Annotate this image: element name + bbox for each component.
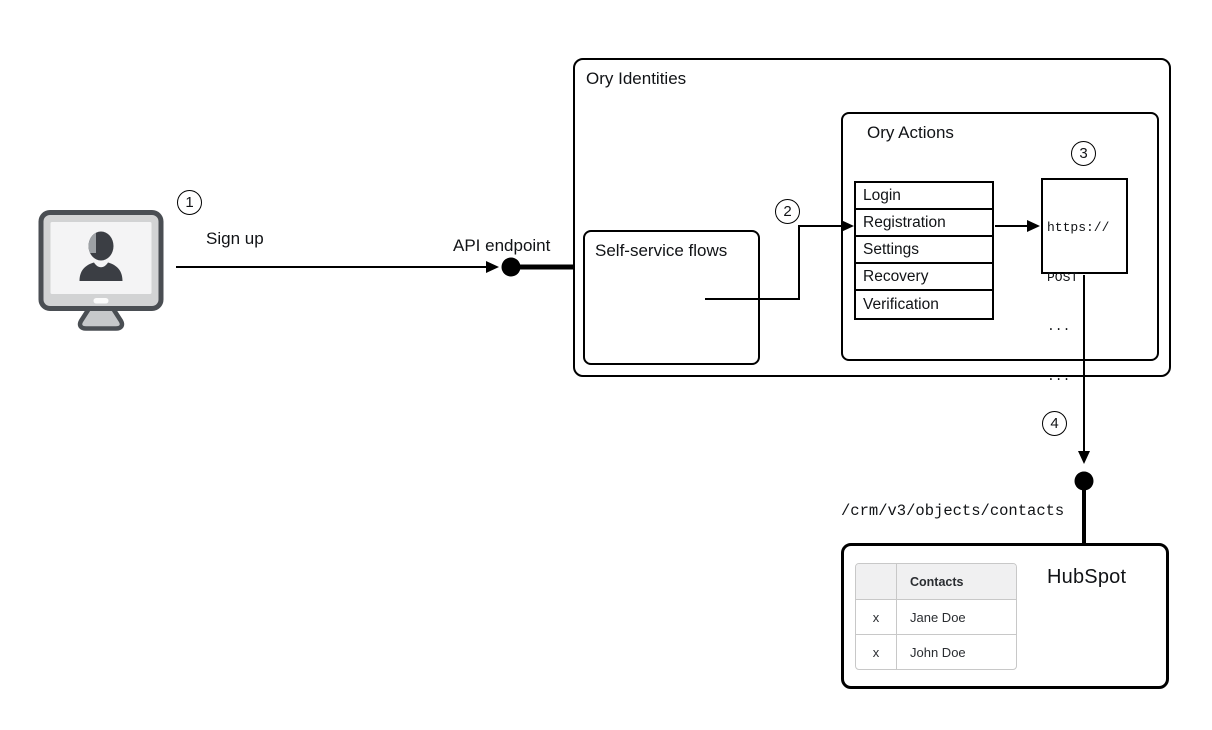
- arrowhead-down-icon: [1078, 451, 1090, 464]
- code-line: POST: [1047, 269, 1079, 285]
- flows-menu: Login Registration Settings Recovery Ver…: [854, 181, 994, 320]
- contact-name-cell: John Doe: [910, 644, 966, 660]
- hubspot-box: [841, 543, 1169, 689]
- menu-item-verification: Verification: [856, 291, 992, 318]
- menu-item-label: Recovery: [863, 267, 929, 285]
- user-silhouette-icon: [79, 231, 123, 281]
- menu-item-label: Registration: [863, 213, 946, 231]
- step-1-badge: 1: [177, 190, 202, 215]
- ory-actions-title: Ory Actions: [867, 123, 954, 142]
- webhook-code-box: https:// POST ... ...: [1041, 178, 1128, 384]
- step-2-number: 2: [783, 203, 792, 220]
- row-marker-cell: x: [856, 635, 897, 669]
- contacts-table-header: Contacts: [856, 564, 1016, 599]
- monitor-button: [93, 298, 109, 304]
- ory-identities-title: Ory Identities: [586, 69, 687, 88]
- step-1-number: 1: [185, 194, 194, 211]
- self-service-flows-box: [583, 230, 760, 365]
- step-3-badge: 3: [1071, 141, 1096, 166]
- menu-item-recovery: Recovery: [856, 264, 992, 291]
- contacts-table: Contacts x Jane Doe x John Doe: [855, 563, 1017, 670]
- hubspot-endpoint-path: /crm/v3/objects/contacts: [841, 502, 1065, 520]
- header-cell-empty: [856, 564, 897, 599]
- step-3-number: 3: [1079, 145, 1088, 162]
- api-endpoint-node: [501, 257, 574, 277]
- desktop-user-icon: [37, 207, 165, 335]
- endpoint-dot-icon: [1074, 471, 1094, 491]
- code-line: ...: [1047, 368, 1071, 384]
- code-line: ...: [1047, 319, 1071, 334]
- menu-item-registration: Registration: [856, 210, 992, 237]
- code-line: https://: [1047, 220, 1110, 235]
- step-4-number: 4: [1050, 415, 1059, 432]
- ory-actions-box: [841, 112, 1159, 361]
- step-4-badge: 4: [1042, 411, 1067, 436]
- menu-item-label: Verification: [863, 295, 939, 313]
- header-cell-contacts: Contacts: [910, 574, 964, 589]
- ory-identities-box: [573, 58, 1171, 377]
- endpoint-dot-icon: [501, 257, 521, 277]
- row-marker-cell: x: [856, 600, 897, 634]
- table-row: x John Doe: [856, 634, 1016, 669]
- monitor-stand: [77, 304, 125, 331]
- signup-arrow: [176, 261, 499, 273]
- arrowhead-right-icon: [486, 261, 499, 273]
- api-endpoint-label: API endpoint: [453, 236, 551, 255]
- self-service-flows-title: Self-service flows: [595, 241, 728, 260]
- menu-item-label: Settings: [863, 240, 920, 258]
- menu-item-login: Login: [856, 183, 992, 210]
- hubspot-endpoint-node: [1074, 471, 1094, 545]
- menu-item-settings: Settings: [856, 237, 992, 264]
- contact-name-cell: Jane Doe: [910, 609, 966, 625]
- menu-item-label: Login: [863, 186, 901, 204]
- signup-label: Sign up: [206, 229, 264, 248]
- hubspot-title: HubSpot: [1047, 566, 1127, 588]
- step-2-badge: 2: [775, 199, 800, 224]
- table-row: x Jane Doe: [856, 599, 1016, 634]
